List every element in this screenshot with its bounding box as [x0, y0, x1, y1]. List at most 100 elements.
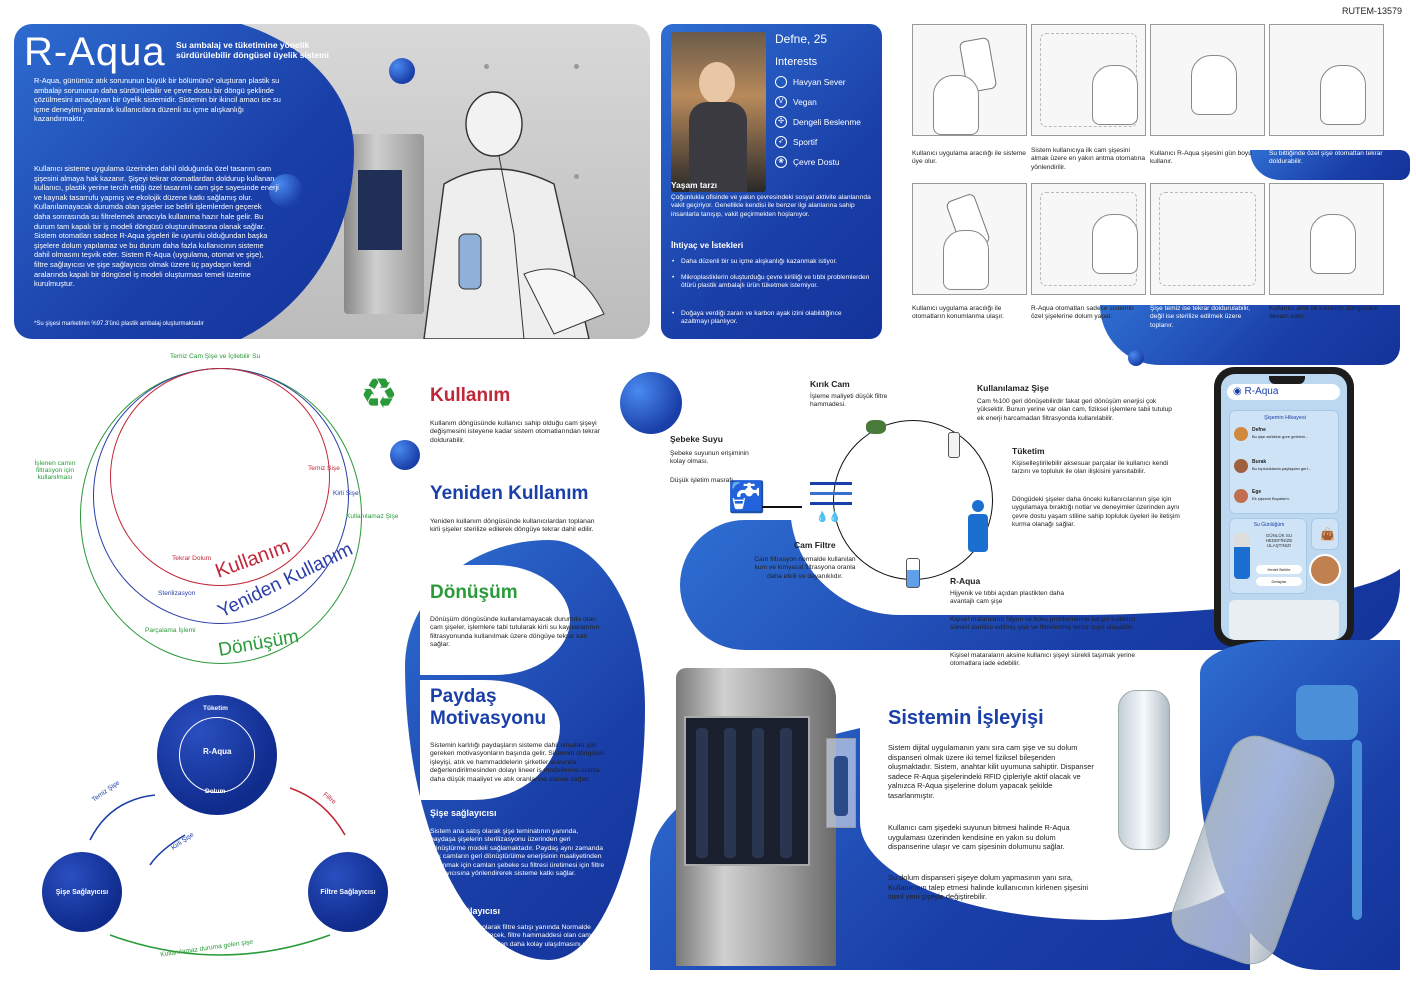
daily-card: Su Günlüğüm GÜNLÜK SU HEDEFİNİZE ULAŞTIN… [1229, 518, 1307, 594]
daily-title: Su Günlüğüm [1253, 522, 1285, 528]
kirik-title: Kırık Cam [810, 379, 850, 389]
section-kullanim-title: Kullanım [430, 385, 511, 406]
section-paydas-title: Paydaş Motivasyonu [430, 686, 547, 729]
storyboard-wave [1250, 150, 1410, 180]
sebeke-text: Şebeke suyunun erişiminin kolay olması. [670, 450, 749, 466]
page-subtitle: Su ambalaj ve tüketimine yönelik sürdürü… [176, 40, 330, 60]
storyboard-frame-1 [912, 24, 1027, 136]
sise-saglayici-text: Sistem ana satış olarak şişe teminatının… [430, 828, 605, 878]
system-paragraph-3: Su dolum dispanseri şişeye dolum yapması… [888, 873, 1089, 902]
section-kullanim-text: Kullanım döngüsünde kullanıcı sahip oldu… [430, 420, 601, 444]
goal-text: GÜNLÜK SU HEDEFİNİZE ULAŞTINIZ! [1265, 533, 1293, 548]
raqua-node: Tüketim R-Aqua Dolum [157, 695, 277, 815]
raqua-text: Hijyenik ve tıbbi açıdan plastikten daha… [950, 590, 1064, 606]
dispenser-render [676, 668, 856, 966]
storyboard-caption: Şişe temiz ise tekrar doldurulabilir, de… [1150, 305, 1251, 329]
tap-icon: 🚰 [728, 481, 766, 514]
paw-icon: 🐾 [775, 76, 787, 88]
broken-glass-icon [866, 420, 886, 434]
stakeholder-arrows [89, 787, 346, 956]
storyboard-caption: Sistem kullanıcıya ilk cam şişesini alma… [1031, 147, 1145, 171]
sebeke-text2: Düşük işletim masrafı. [670, 477, 735, 484]
storyboard-frame-3 [1150, 24, 1265, 136]
details-button[interactable]: Detaylar [1256, 577, 1302, 586]
avatar [1234, 459, 1248, 473]
user-name: Defne [1252, 427, 1266, 433]
need-item: Mikroplastiklerin oluşturduğu çevre kirl… [671, 274, 871, 291]
cycle-label-parcalama: Parçalama İşlemi [145, 627, 196, 634]
bag-button[interactable]: 👜 [1311, 518, 1339, 550]
storyboard-caption: Kullanıcı uygulama aracılığı ile otomatl… [912, 305, 1004, 321]
decor-ball [390, 440, 420, 470]
cycle-label-temiz: Temiz Şişe [308, 465, 340, 472]
interest-item: 🐾Havyan Sever [775, 76, 846, 88]
map-widget[interactable] [1229, 600, 1339, 640]
kullanilamaz-text: Cam %100 geri dönüşebilirdir fakat geri … [977, 398, 1172, 422]
vegan-icon: V [775, 96, 787, 108]
cycle-left-label: İşlenen camın filtrasyon için kullanılma… [34, 460, 76, 481]
set-goal-button[interactable]: Hedef Belirle [1256, 565, 1302, 574]
storyboard-caption: Kullanıcı artık ile kullanım döngüsüne d… [1269, 305, 1379, 321]
user-note: Bu topluluklarda paylaşılan geri... [1252, 466, 1311, 471]
avatar [1234, 427, 1248, 441]
bottle-cap [1296, 685, 1358, 740]
interests-title: Interests [775, 56, 818, 68]
section-yeniden-title: Yeniden Kullanım [430, 483, 589, 504]
section-donusum-text: Dönüşüm döngüsünde kullanılamayacak duru… [430, 616, 600, 649]
lifestyle-text: Çoğunlukla ofisinde ve yakın çevresindek… [671, 194, 871, 218]
sise-saglayici-node: Şişe Sağlayıcısı [42, 852, 122, 932]
bottle-level [1234, 533, 1250, 579]
filter-icon: 💧💧 [810, 482, 852, 526]
user-name: Burak [1252, 459, 1267, 465]
sebeke-title: Şebeke Suyu [670, 434, 723, 444]
wall-dot [484, 64, 489, 69]
filtre-saglayici-text: Sistem ana satış olarak filtre satışı ya… [430, 924, 603, 948]
cutlery-icon: ✣ [775, 116, 787, 128]
user-note: Ek şişesini Boyaldım. [1252, 496, 1290, 501]
decor-ball [389, 58, 415, 84]
cycle-top-label: Temiz Cam Şişe ve İçilebilir Su [170, 353, 261, 360]
section-paydas-text: Sistemin karlılığı paydaşların sisteme d… [430, 742, 604, 783]
storyboard-caption: Su bittiğinde özel şişe otomattan tekrar… [1269, 150, 1383, 166]
interest-item: ✣Dengeli Beslenme [775, 116, 861, 128]
recycle-icon: ♻ [360, 370, 398, 417]
person-icon [966, 500, 990, 552]
storyboard-frame-7 [1150, 183, 1265, 295]
app-screen: ◉ R-Aqua Şişemin Hikayesi Defne Bu şişe … [1221, 374, 1347, 640]
system-title: Sistemin İşleyişi [888, 707, 1044, 729]
kullanim-ring [110, 368, 330, 586]
logo-icon: ◉ [1233, 386, 1242, 397]
phone-notch [1269, 376, 1305, 384]
lotus-icon: ❀ [775, 156, 787, 168]
persona-name: Defne, 25 [775, 32, 828, 46]
cycle-label-kirli: Kirli Şişe [333, 490, 359, 497]
project-code: RUTEM-13579 [1341, 6, 1402, 16]
interest-item: ➶Sportif [775, 136, 817, 148]
section-yeniden-text: Yeniden kullanım döngüsünde kullanıcılar… [430, 518, 595, 534]
cycle-label-sterilizasyon: Sterilizasyon [158, 590, 196, 597]
storyboard-frame-4 [1269, 24, 1384, 136]
lifestyle-title: Yaşam tarzı [671, 180, 718, 190]
bottle-strap [1352, 740, 1362, 920]
storyboard-wave [1100, 305, 1400, 365]
wall-dot [574, 64, 579, 69]
bag-icon: 👜 [1320, 527, 1335, 541]
storyboard-caption: Kullanıcı R-Aqua şişesini gün boyu kulla… [1150, 150, 1252, 166]
running-icon: ➶ [775, 136, 787, 148]
storyboard-frame-5 [912, 183, 1027, 295]
raqua-title: R-Aqua [950, 576, 981, 586]
bottle-icon [906, 558, 920, 588]
tuketim-title: Tüketim [1012, 446, 1045, 456]
cycle-label-tekrar: Tekrar Dolum [172, 555, 212, 562]
history-card: Şişemin Hikayesi Defne Bu şişe ashikine … [1229, 410, 1339, 514]
need-item: Doğaya verdiği zararı ve karbon ayak izi… [671, 310, 871, 327]
history-title: Şişemin Hikayesi [1264, 415, 1306, 421]
storyboard-caption: Kullanıcı uygulama aracılığı ile sisteme… [912, 150, 1026, 166]
camfiltre-title: Cam Filtre [794, 540, 836, 550]
man-drinking-illustration [423, 91, 605, 339]
kiosk-illustration [344, 134, 424, 314]
bottle-icon [948, 432, 960, 458]
storyboard-frame-2 [1031, 24, 1146, 136]
